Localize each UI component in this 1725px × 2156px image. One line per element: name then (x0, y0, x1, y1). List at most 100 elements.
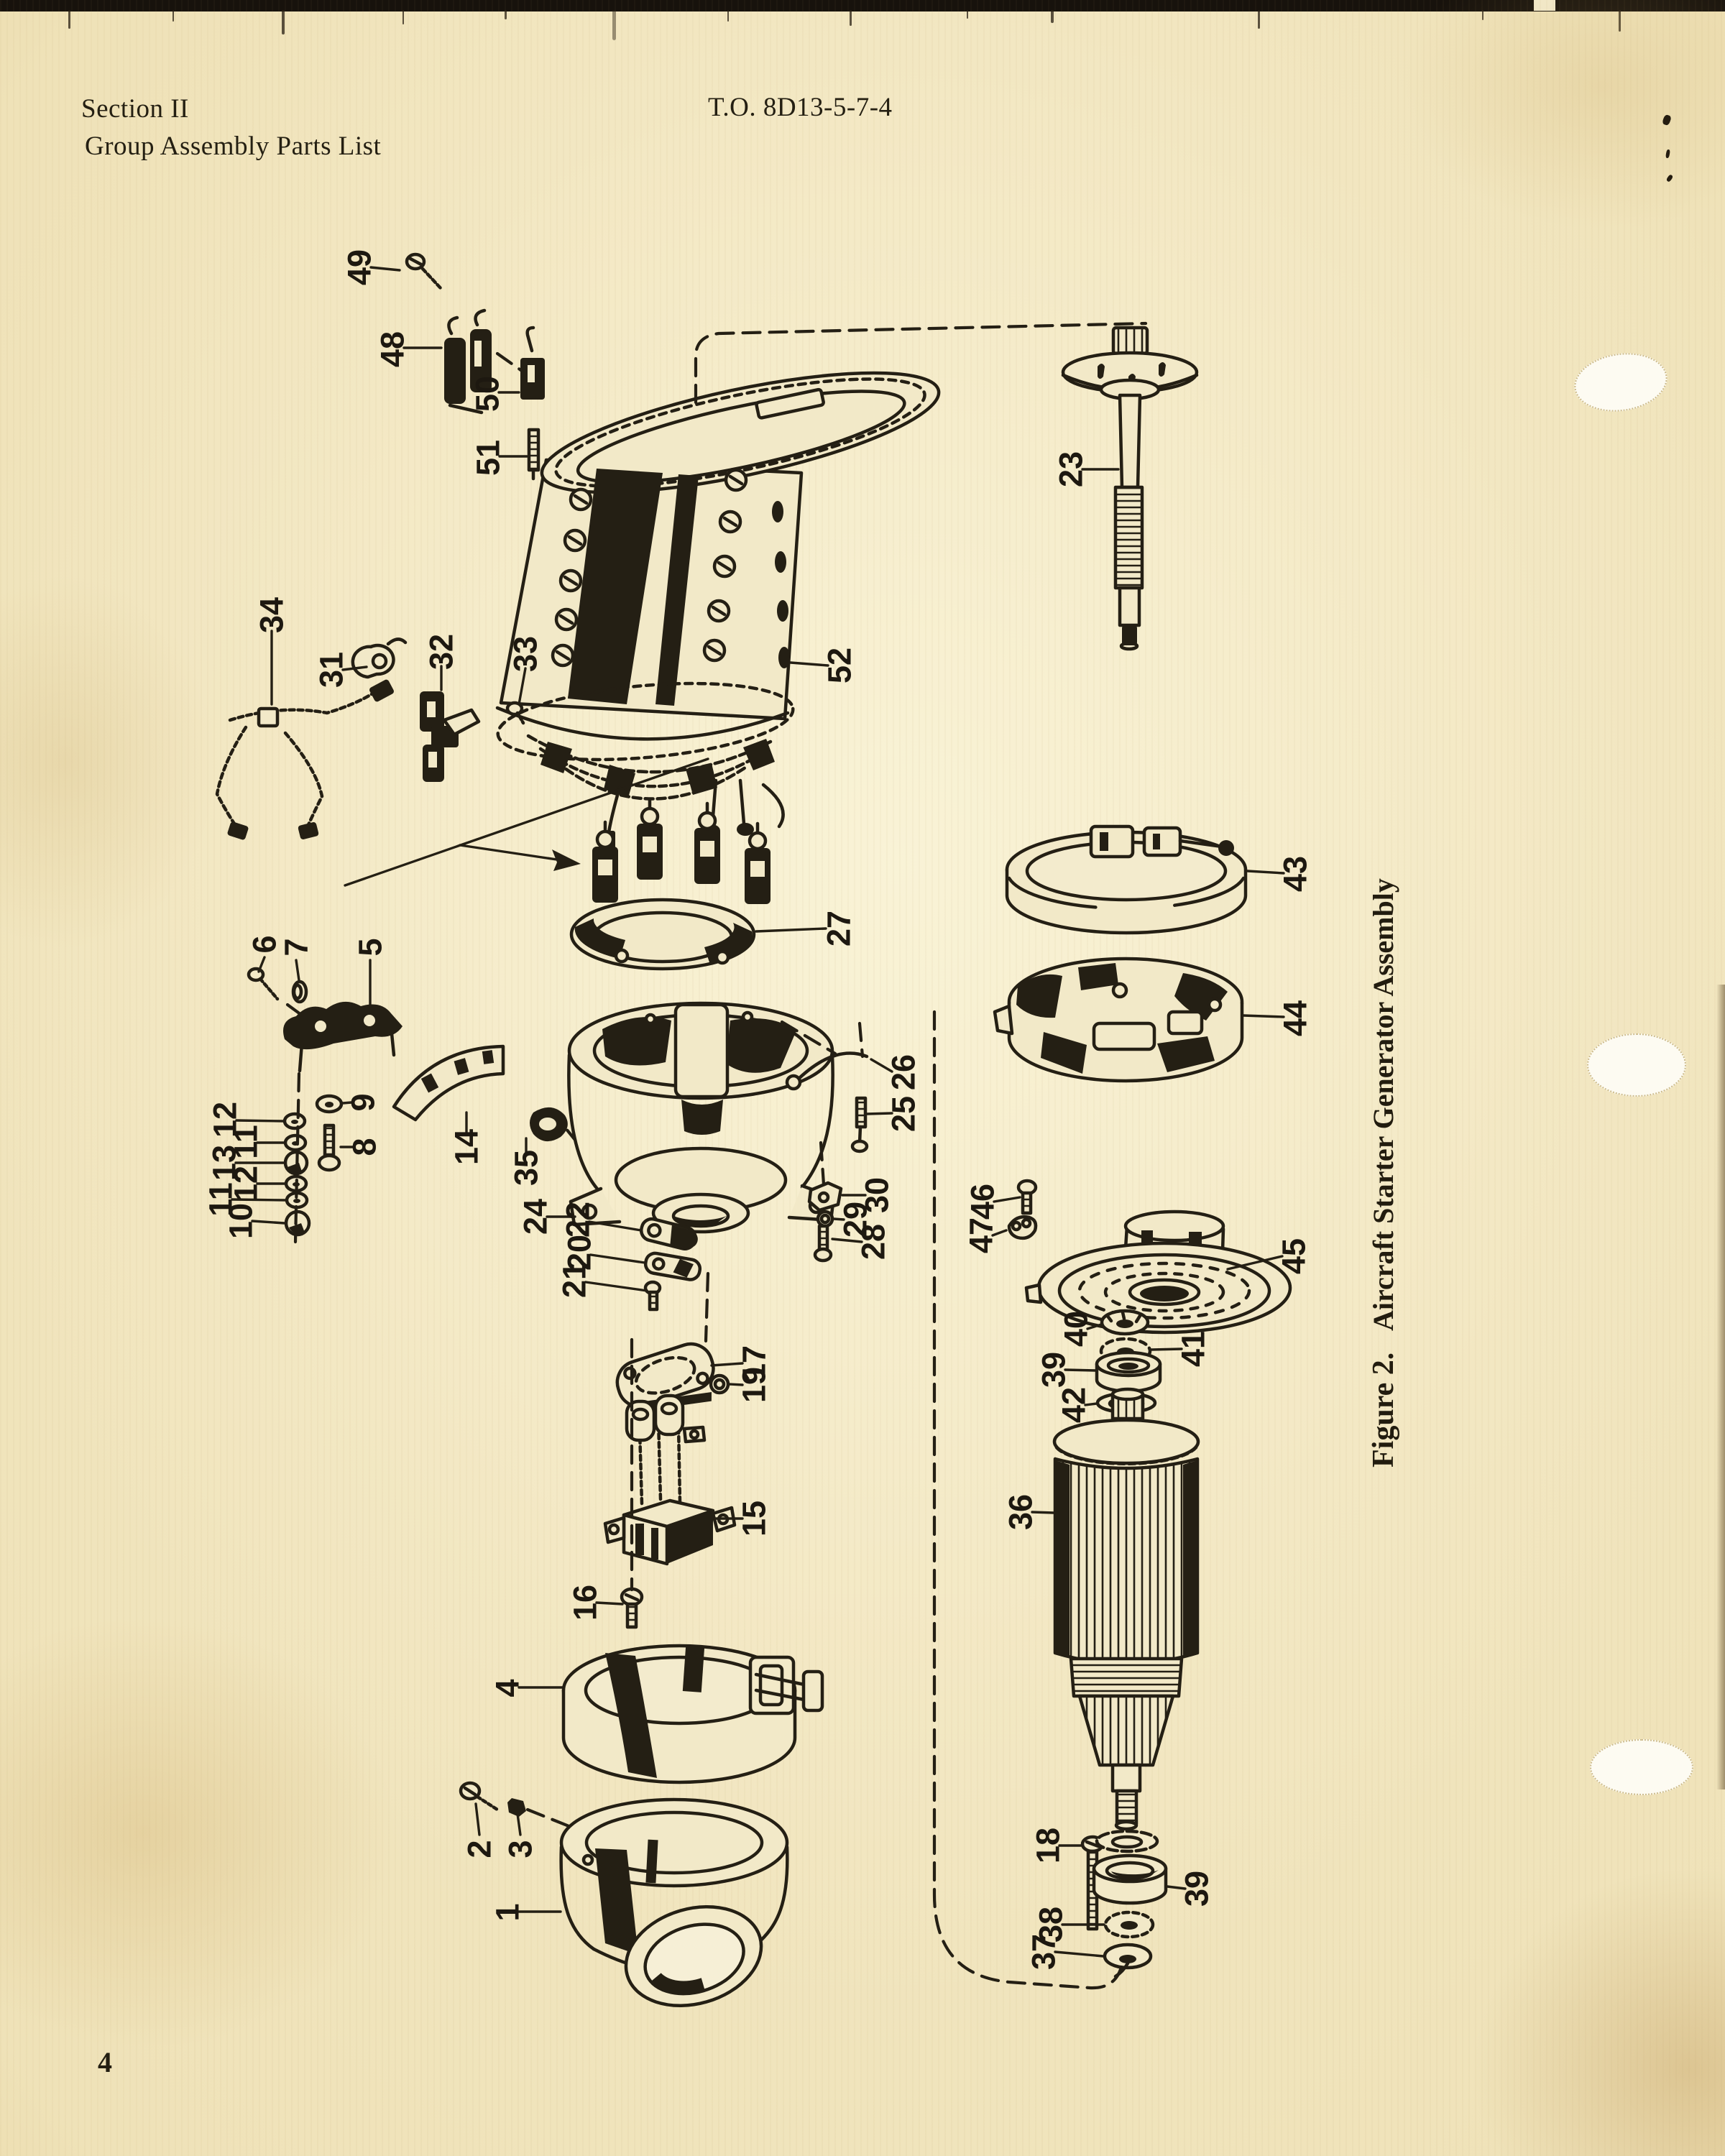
scan-drip (1619, 10, 1621, 32)
callout-42: 42 (1056, 1387, 1092, 1423)
leader-line-27 (755, 927, 827, 933)
part-28-screw (813, 1224, 833, 1263)
callout-49: 49 (341, 249, 378, 285)
callout-20: 20 (561, 1235, 598, 1271)
part-45-fan (1024, 1210, 1292, 1335)
leader-line-12 (235, 1119, 285, 1123)
part-40-nut (1100, 1309, 1150, 1336)
figure-caption: Figure 2. Aircraft Starter Generator Ass… (1367, 878, 1400, 1468)
part-22-link (639, 1217, 698, 1250)
leader-line-41 (1150, 1348, 1183, 1351)
scan-drip (967, 10, 968, 19)
callout-46: 46 (965, 1184, 1001, 1220)
callout-23: 23 (1053, 451, 1090, 487)
callout-10: 10 (223, 1203, 259, 1239)
part-43-clamp-band (1005, 824, 1248, 935)
part-6-screw (247, 967, 280, 1001)
leader-line-21 (584, 1281, 648, 1292)
leader-line-28 (831, 1238, 863, 1243)
part-52-field-coils (526, 734, 785, 852)
scan-drip (612, 10, 616, 40)
callout-1: 1 (489, 1903, 526, 1921)
callout-21: 21 (556, 1262, 593, 1298)
part-49-screw (405, 252, 443, 291)
callout-37: 37 (1026, 1934, 1062, 1970)
callout-38: 38 (1033, 1907, 1070, 1943)
part-19-nut (709, 1373, 730, 1395)
leader-line-3 (516, 1812, 522, 1836)
scan-drip (172, 10, 174, 22)
assembly-alignment-lines (285, 321, 1148, 1990)
callout-40: 40 (1058, 1311, 1095, 1347)
callout-27: 27 (821, 911, 857, 946)
technical-order-number: T.O. 8D13-5-7-4 (708, 93, 893, 122)
part-33-screw (505, 701, 525, 725)
shaft-end-plate (1095, 1829, 1159, 1853)
leader-line-2 (474, 1802, 481, 1836)
scan-edge-shadow (1716, 985, 1725, 1789)
leader-line-44 (1242, 1014, 1285, 1018)
leader-line-39 (1166, 1885, 1187, 1890)
callout-16: 16 (567, 1585, 604, 1621)
part-21-screw (643, 1280, 662, 1312)
leader-line-7 (295, 959, 300, 982)
leader-line-47 (991, 1229, 1008, 1237)
scan-drip (402, 10, 404, 24)
callout-12: 12 (228, 1166, 264, 1202)
part-31-clamp (351, 637, 408, 679)
part-29-nut (816, 1210, 834, 1228)
figure-title: Aircraft Starter Generator Assembly (1367, 878, 1399, 1331)
callout-33: 33 (507, 636, 544, 672)
callout-12: 12 (207, 1102, 244, 1138)
leader-line-10 (251, 1220, 286, 1225)
part-47-clip (1007, 1215, 1038, 1240)
callout-35: 35 (508, 1150, 545, 1186)
paper-chip (1590, 1739, 1693, 1795)
leader-line-43 (1246, 870, 1285, 875)
callout-22: 22 (560, 1202, 597, 1238)
part-25-screw (850, 1096, 869, 1153)
part-35-brush-clip (530, 1107, 568, 1142)
scan-edge-bar (0, 0, 1725, 11)
leader-line-40 (1086, 1323, 1103, 1330)
callout-11: 11 (203, 1182, 239, 1217)
leader-line-16 (595, 1601, 624, 1606)
part-39-bearing-upper (1095, 1350, 1162, 1393)
section-heading: Section II (81, 94, 189, 124)
callout-17: 17 (736, 1345, 773, 1381)
scan-drip (1482, 10, 1484, 20)
leader-line-29 (832, 1217, 845, 1221)
scan-drip (505, 10, 507, 19)
callout-51: 51 (470, 440, 507, 476)
callout-2: 2 (461, 1840, 498, 1858)
part-8-bolt (317, 1123, 341, 1172)
part-15-terminal-stud-assembly (603, 1393, 737, 1566)
callout-19: 19 (736, 1367, 773, 1403)
figure-label: Figure 2. (1367, 1353, 1400, 1468)
part-44-fan-shroud-ring (993, 957, 1244, 1083)
callout-39: 39 (1179, 1871, 1215, 1907)
scan-drip (727, 10, 729, 22)
part-34-lead-harness (215, 679, 394, 840)
subsection-heading: Group Assembly Parts List (85, 132, 382, 161)
callout-31: 31 (313, 652, 350, 688)
part-51-brush-spring (527, 428, 540, 481)
part-27-brush-holder-assembly (569, 797, 770, 971)
callout-24: 24 (518, 1199, 554, 1235)
callout-52: 52 (822, 648, 858, 683)
part-16-screw (620, 1587, 644, 1629)
leader-line-25 (865, 1112, 893, 1115)
callout-14: 14 (448, 1129, 485, 1165)
part-32-bracket (420, 691, 481, 782)
scan-drip (282, 10, 285, 34)
leader-line-22 (588, 1220, 643, 1232)
leader-line-20 (589, 1253, 646, 1264)
callout-15: 15 (736, 1501, 773, 1537)
callout-3: 3 (502, 1840, 539, 1858)
leader-line-46 (993, 1196, 1021, 1203)
scan-edge-notch (1534, 0, 1555, 11)
scan-drip (68, 10, 70, 29)
callout-26: 26 (886, 1054, 922, 1090)
part-9-washer (315, 1094, 344, 1114)
